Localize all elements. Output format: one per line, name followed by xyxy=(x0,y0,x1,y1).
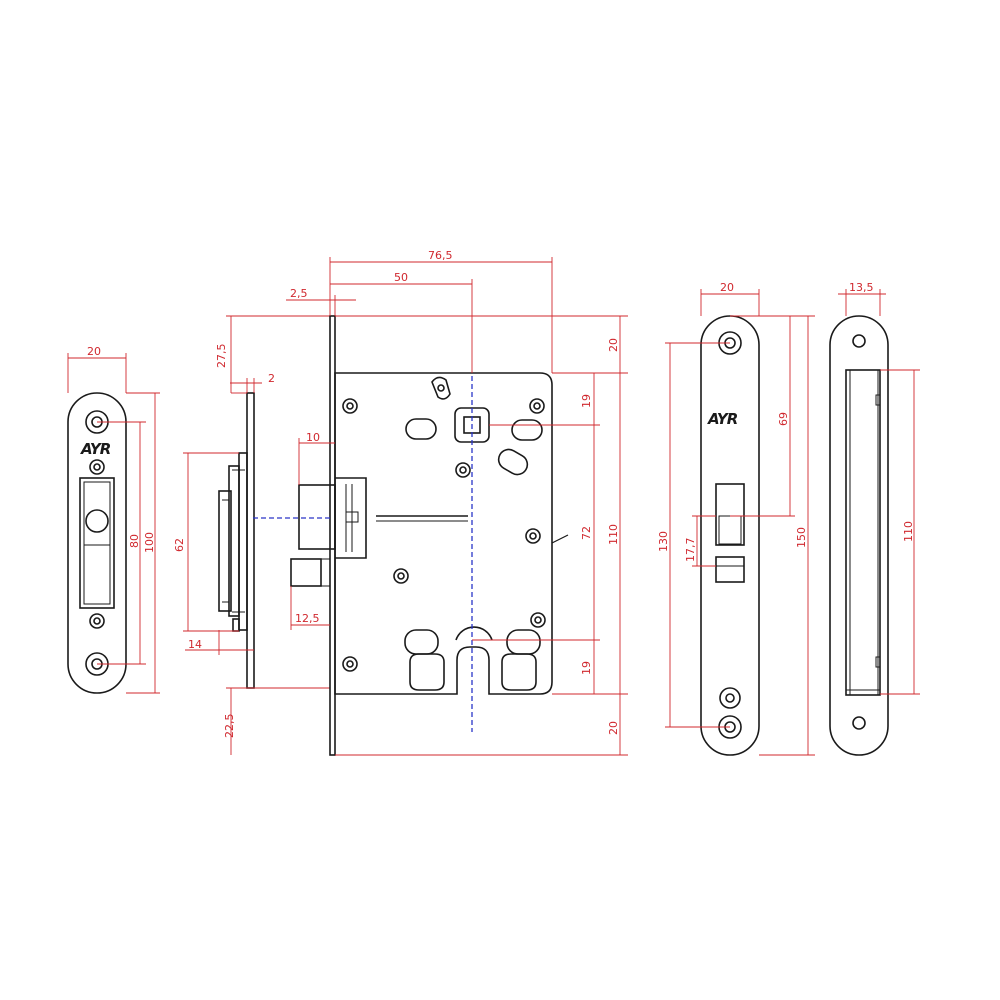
dim-body-76-5: 76,5 xyxy=(428,249,453,262)
strike-dimensions: 20 80 100 xyxy=(67,345,160,694)
dim-side-14: 14 xyxy=(188,638,202,651)
lock-body xyxy=(253,315,569,756)
dim-body-19-bottom: 19 xyxy=(580,661,593,675)
dim-body-10: 10 xyxy=(306,431,320,444)
front-dimensions: 20 69 130 17,7 150 xyxy=(657,281,815,756)
strike-plate: AYR xyxy=(67,392,127,694)
dim-back-110: 110 xyxy=(902,521,915,542)
dim-side-27-5: 27,5 xyxy=(215,344,228,369)
dim-body-19-top: 19 xyxy=(580,394,593,408)
dim-front-20: 20 xyxy=(720,281,734,294)
dim-front-150: 150 xyxy=(795,527,808,548)
dim-front-69: 69 xyxy=(777,412,790,426)
dim-side-22-5: 22,5 xyxy=(223,714,236,739)
front-logo: AYR xyxy=(707,410,738,428)
front-plate: AYR xyxy=(700,315,760,756)
dim-back-13-5: 13,5 xyxy=(849,281,874,294)
dim-strike-width: 20 xyxy=(87,345,101,358)
dim-body-20-top: 20 xyxy=(607,338,620,352)
dim-body-2-5: 2,5 xyxy=(290,287,308,300)
dim-front-130: 130 xyxy=(657,531,670,552)
edge-view xyxy=(829,315,889,756)
side-dimensions: 27,5 2 62 14 22,5 xyxy=(173,315,330,755)
edge-dimensions: 13,5 110 xyxy=(838,281,920,695)
dim-body-12-5: 12,5 xyxy=(295,612,320,625)
dim-strike-100: 100 xyxy=(143,532,156,553)
dim-side-2: 2 xyxy=(268,372,275,385)
body-dimensions: 76,5 50 2,5 10 12,5 20 19 72 19 110 20 xyxy=(286,249,628,756)
dim-body-72: 72 xyxy=(580,526,593,540)
dim-body-110: 110 xyxy=(607,524,620,545)
side-profile xyxy=(218,392,255,689)
dim-front-17-7: 17,7 xyxy=(684,538,697,563)
dim-side-62: 62 xyxy=(173,538,186,552)
dim-body-50: 50 xyxy=(394,271,408,284)
dim-body-20-bottom: 20 xyxy=(607,721,620,735)
strike-logo: AYR xyxy=(80,440,111,458)
dim-strike-80: 80 xyxy=(128,534,141,548)
